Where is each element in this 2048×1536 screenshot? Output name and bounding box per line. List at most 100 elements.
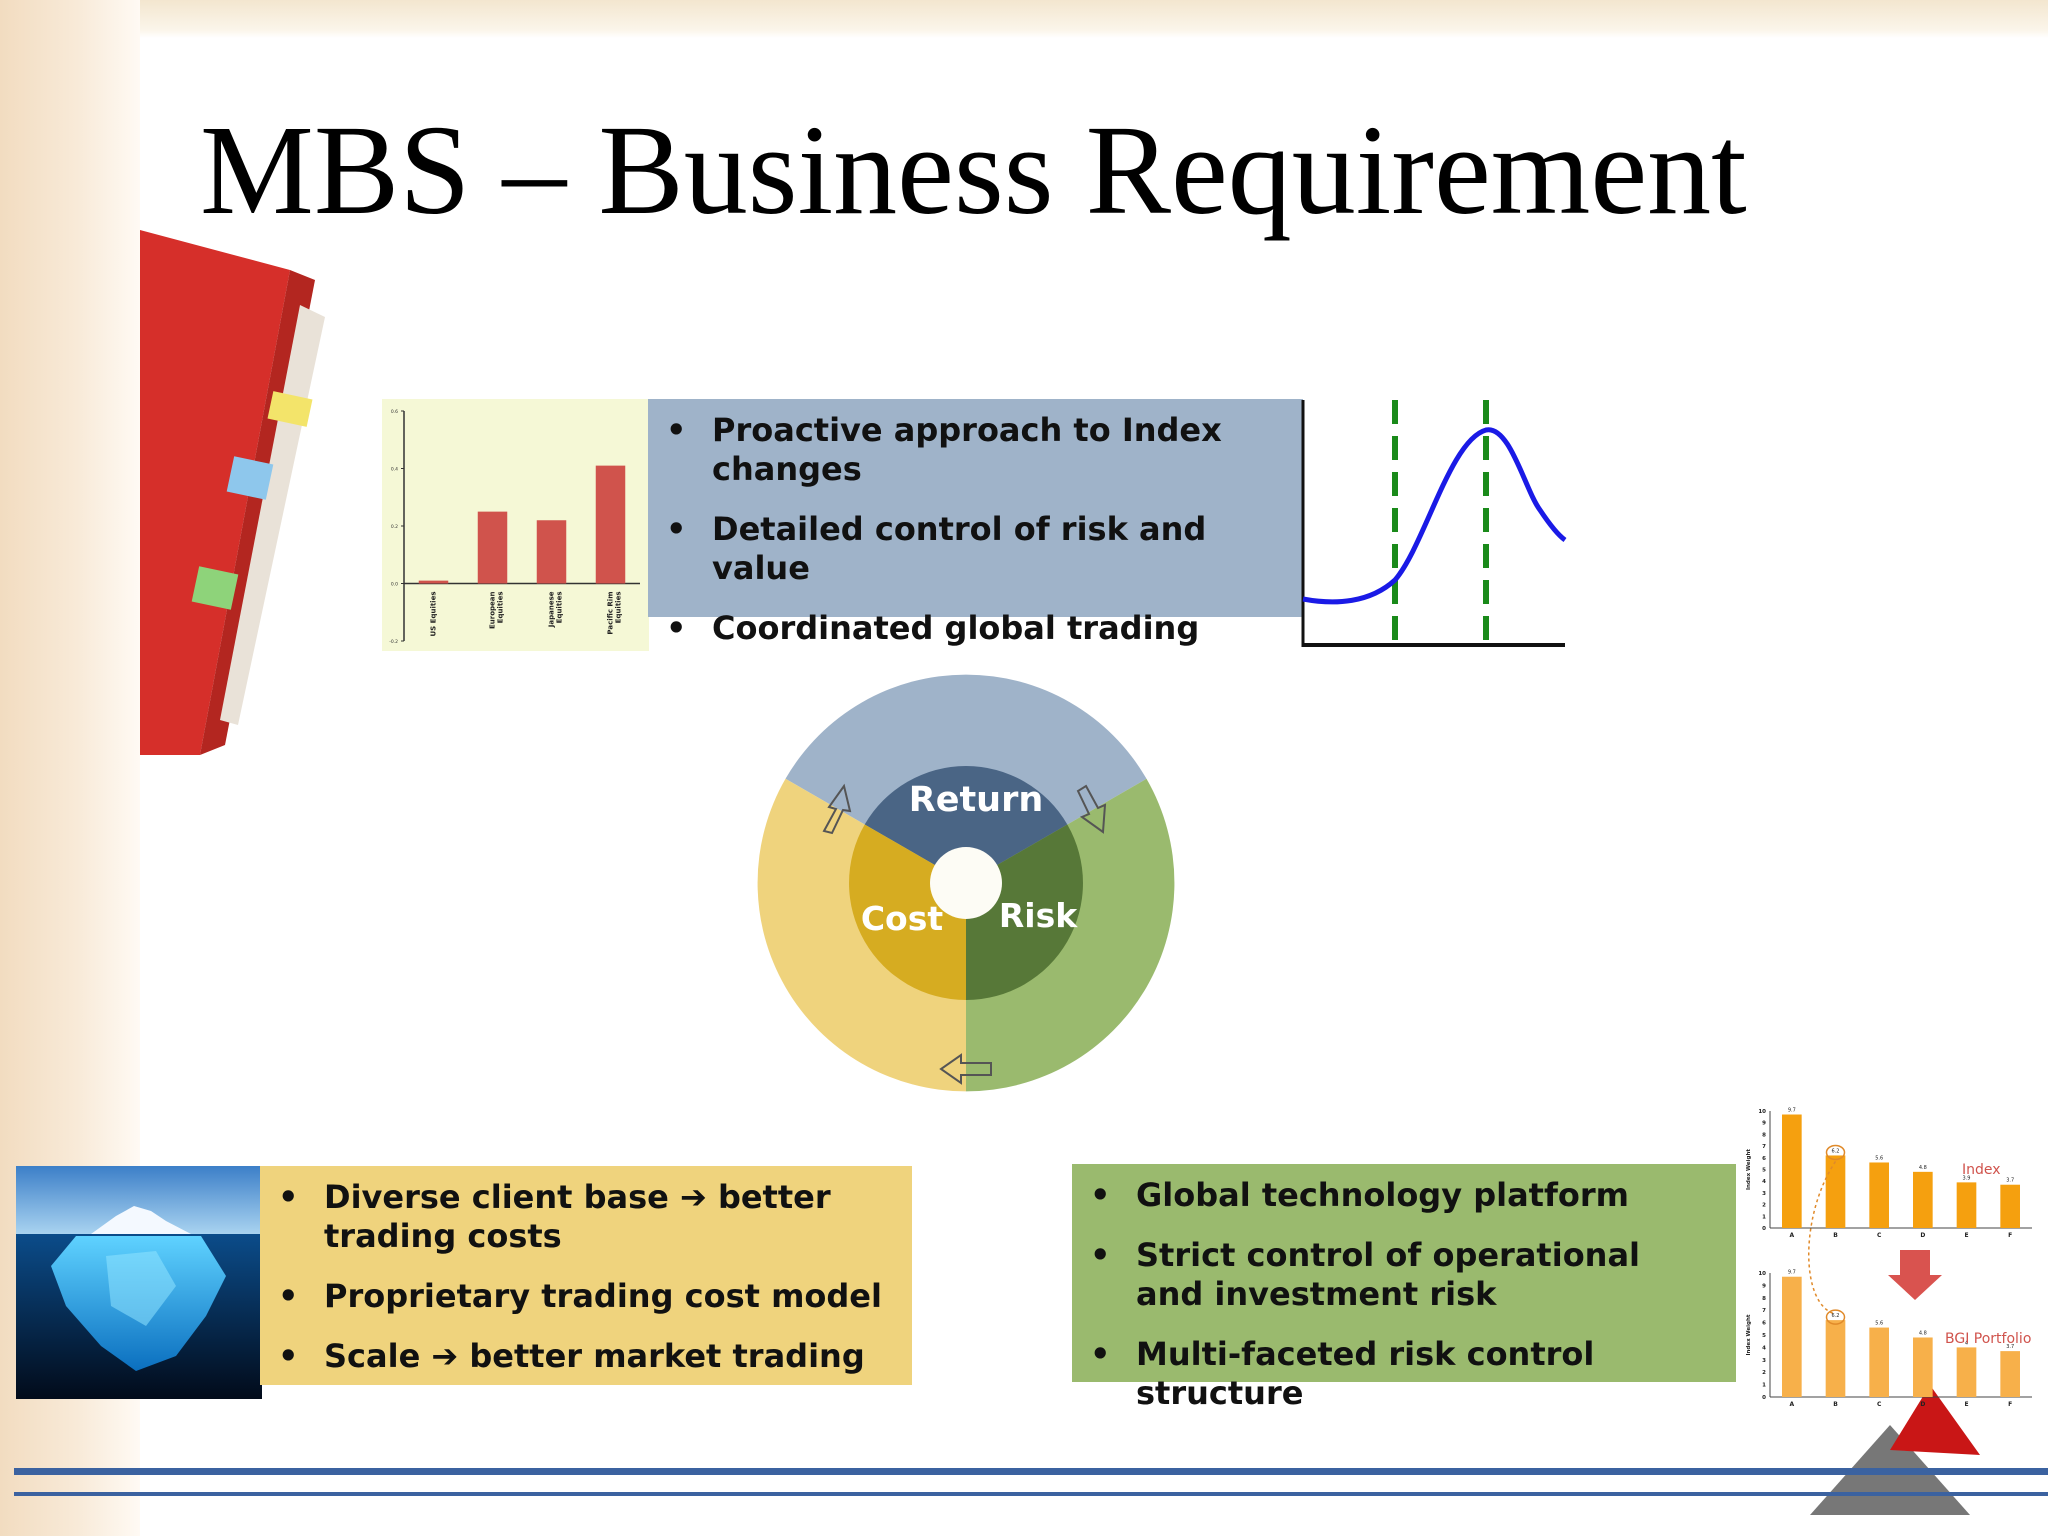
index-chart-value-label: 5.6 [1875, 1155, 1883, 1161]
index-chart-value-label: 9.7 [1788, 1270, 1796, 1276]
down-arrow-icon [1888, 1250, 1942, 1300]
index-chart-value-label: 4.8 [1919, 1330, 1927, 1336]
cost-label: Cost [861, 899, 944, 938]
index-chart-category-label: F [2008, 1401, 2012, 1408]
index-chart-category-label: A [1790, 1401, 1795, 1408]
cycle-center [930, 847, 1002, 919]
footer-rule-bottom [14, 1492, 2048, 1496]
iceberg-image [16, 1166, 262, 1399]
index-chart-value-label: 4.8 [1919, 1165, 1927, 1171]
index-chart-highlight-ring [1825, 1309, 1846, 1325]
index-chart-category-label: A [1790, 1232, 1795, 1239]
return-risk-cost-cycle: Return Risk Cost [757, 674, 1175, 1092]
index-chart-value-label: 3.9 [1963, 1175, 1971, 1181]
index-chart-y-tick-label: 6 [1762, 1156, 1766, 1162]
bar-chart-category-label: EuropeanEquities [489, 591, 505, 629]
index-chart-y-tick-label: 5 [1762, 1168, 1766, 1174]
index-chart-value-label: 3.7 [2006, 1178, 2014, 1184]
bar-chart-category-label: Pacific RimEquities [607, 592, 623, 635]
index-chart-value-label: 6.2 [1832, 1313, 1840, 1319]
index-chart-bar [2000, 1184, 2020, 1228]
bar-chart-y-tick-label: -0.2 [389, 639, 398, 645]
index-chart-y-tick-label: 6 [1762, 1321, 1766, 1327]
index-chart-y-tick-label: 2 [1762, 1203, 1766, 1209]
cost-bullet-2: Proprietary trading cost model [260, 1277, 894, 1316]
red-triangle-decoration [1890, 1385, 1980, 1455]
slide-title: MBS – Business Requirement [200, 99, 1747, 241]
index-chart-category-label: E [1964, 1232, 1968, 1239]
index-chart-bar [2000, 1351, 2020, 1397]
index-chart-y-label: Index Weight [1746, 1149, 1752, 1190]
bar-chart-bar [477, 511, 508, 584]
index-chart-dotted-connector [1808, 1161, 1837, 1315]
index-chart-category-label: E [1964, 1401, 1968, 1408]
index-chart-bar [1869, 1162, 1889, 1228]
index-chart-series-label: BGI Portfolio [1945, 1331, 2031, 1347]
return-label: Return [909, 780, 1044, 820]
index-chart-bar [1825, 1155, 1846, 1228]
cost-panel: Diverse client base ➔ better trading cos… [260, 1166, 912, 1385]
risk-bullet-1: Global technology platform [1072, 1176, 1718, 1215]
risk-panel: Global technology platform Strict contro… [1072, 1164, 1736, 1412]
index-chart-bar [1956, 1182, 1977, 1228]
arrow-left-icon [939, 1053, 992, 1085]
index-chart-y-label: Index Weight [1746, 1314, 1752, 1355]
index-chart-y-tick-label: 1 [1762, 1383, 1766, 1389]
return-inner-segment [864, 766, 1068, 883]
bar-chart-bar [595, 465, 626, 584]
index-chart-bar [1869, 1327, 1889, 1397]
index-chart-y-tick-label: 0 [1762, 1395, 1766, 1401]
index-chart-y-tick-label: 10 [1758, 1271, 1766, 1277]
index-chart-y-tick-label: 1 [1762, 1214, 1766, 1220]
index-chart-y-tick-label: 7 [1762, 1144, 1766, 1150]
index-chart-bar [1825, 1320, 1846, 1397]
index-chart-value-label: 4 [1965, 1340, 1968, 1346]
index-chart-y-tick-label: 3 [1762, 1191, 1766, 1197]
index-chart-value-label: 3.7 [2006, 1344, 2014, 1350]
cost-bullet-3: Scale ➔ better market trading [260, 1337, 894, 1376]
index-chart-y-tick-label: 5 [1762, 1333, 1766, 1339]
index-chart-y-tick-label: 2 [1762, 1370, 1766, 1376]
index-chart-y-tick-label: 7 [1762, 1308, 1766, 1314]
index-chart-category-label: F [2008, 1232, 2012, 1239]
bar-chart-category-label: JapaneseEquities [548, 591, 564, 628]
bar-chart-category-label: US Equities [430, 592, 438, 637]
index-chart-y-tick-label: 9 [1762, 1121, 1766, 1127]
index-chart-y-tick-label: 4 [1762, 1345, 1766, 1351]
risk-label: Risk [999, 896, 1078, 935]
index-chart-category-label: B [1833, 1232, 1838, 1239]
index-chart-category-label: C [1877, 1232, 1882, 1239]
arrow-down-right-icon [1076, 784, 1107, 834]
risk-bullet-2: Strict control of operational and invest… [1072, 1236, 1718, 1314]
index-chart-value-label: 6.2 [1832, 1148, 1840, 1154]
bar-chart-bar [418, 580, 449, 584]
bar-chart-y-tick-label: 0.2 [391, 524, 398, 530]
index-chart-value-label: 9.7 [1788, 1108, 1796, 1114]
cost-bullet-1: Diverse client base ➔ better trading cos… [260, 1178, 894, 1256]
index-approach-panel: Proactive approach to Index changes Deta… [648, 399, 1303, 648]
index-chart-bar [1956, 1347, 1977, 1397]
bar-chart-bar [536, 520, 567, 584]
index-chart-y-tick-label: 10 [1758, 1109, 1766, 1115]
return-curve-chart [1301, 400, 1567, 647]
index-chart-y-tick-label: 9 [1762, 1283, 1766, 1289]
index-bullet-2: Detailed control of risk and value [648, 510, 1285, 588]
footer-rule-top [14, 1468, 2048, 1475]
index-chart-highlight-ring [1825, 1144, 1846, 1161]
arrow-up-icon [822, 783, 852, 835]
bar-chart-y-tick-label: 0.4 [391, 467, 398, 473]
index-chart-y-tick-label: 3 [1762, 1358, 1766, 1364]
index-bullet-1: Proactive approach to Index changes [648, 411, 1285, 489]
index-chart-series-label: Index [1962, 1162, 2001, 1178]
index-chart-bar [1913, 1171, 1933, 1228]
notebook-illustration [140, 230, 325, 755]
index-chart-bar [1782, 1114, 1802, 1228]
index-chart-value-label: 5.6 [1875, 1321, 1883, 1327]
index-chart-category-label: D [1920, 1232, 1925, 1239]
index-chart-category-label: B [1833, 1401, 1838, 1408]
index-chart-y-tick-label: 8 [1762, 1296, 1766, 1302]
index-chart-bar [1913, 1337, 1933, 1397]
bar-chart-y-tick-label: 0.0 [391, 582, 398, 588]
